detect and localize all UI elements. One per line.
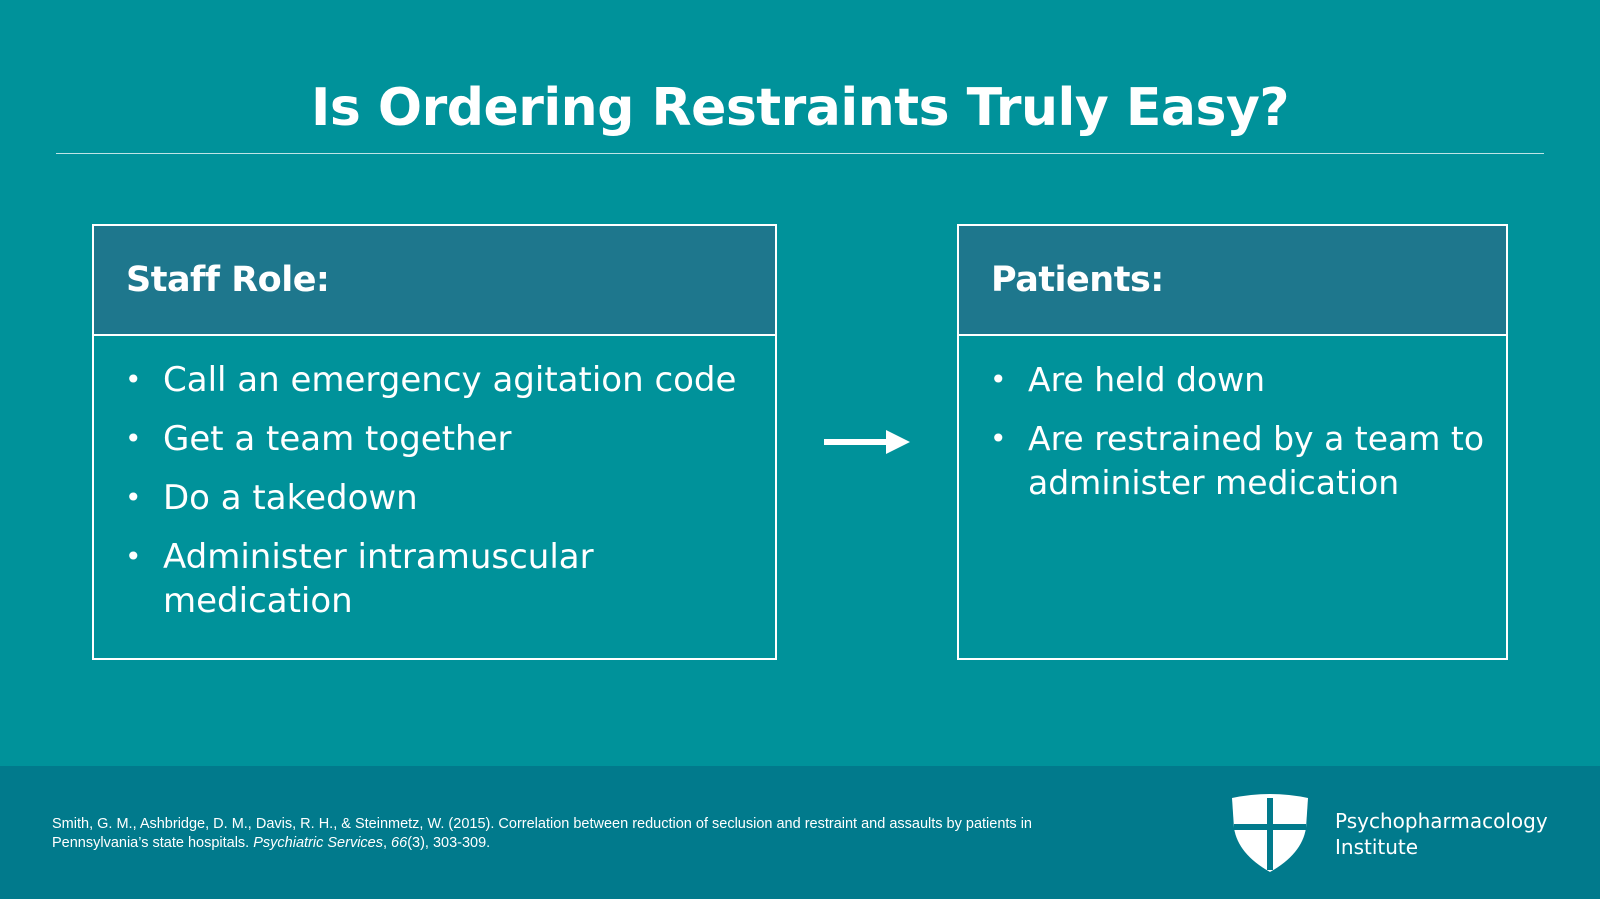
- bullet-icon: •: [125, 422, 142, 455]
- right-arrow-icon: [824, 430, 910, 454]
- list-item-text: Are restrained by a team to administer m…: [1028, 419, 1485, 502]
- bullet-icon: •: [990, 422, 1007, 455]
- staff-role-header: Staff Role:: [94, 226, 775, 336]
- reference-citation: Smith, G. M., Ashbridge, D. M., Davis, R…: [52, 815, 1052, 853]
- logo-line-2: Institute: [1335, 835, 1419, 859]
- slide-title: Is Ordering Restraints Truly Easy?: [310, 78, 1290, 138]
- list-item: • Do a takedown: [94, 476, 775, 520]
- list-item-text: Administer intramuscular medication: [163, 537, 594, 621]
- institute-logo-text: Psychopharmacology Institute: [1335, 808, 1548, 860]
- staff-role-heading: Staff Role:: [126, 260, 330, 300]
- list-item: • Get a team together: [94, 417, 775, 461]
- citation-journal: Psychiatric Services: [253, 835, 383, 851]
- shield-cross-icon: [1232, 794, 1308, 872]
- citation-authors-title: Smith, G. M., Ashbridge, D. M., Davis, R…: [52, 816, 1032, 851]
- logo-line-1: Psychopharmacology: [1335, 809, 1548, 833]
- citation-separator: ,: [382, 835, 388, 851]
- title-divider: [56, 153, 1544, 154]
- bullet-icon: •: [990, 363, 1007, 396]
- patients-panel: Patients: • Are held down • Are restrain…: [957, 224, 1508, 660]
- footer-bar: Smith, G. M., Ashbridge, D. M., Davis, R…: [0, 766, 1600, 899]
- list-item-text: Call an emergency agitation code: [163, 360, 737, 400]
- list-item-text: Get a team together: [163, 419, 512, 459]
- list-item: • Are held down: [959, 358, 1506, 402]
- patients-list: • Are held down • Are restrained by a te…: [959, 336, 1506, 505]
- list-item-text: Do a takedown: [163, 478, 418, 518]
- patients-heading: Patients:: [991, 260, 1164, 300]
- staff-role-list: • Call an emergency agitation code • Get…: [94, 336, 775, 623]
- list-item: • Administer intramuscular medication: [94, 535, 775, 623]
- citation-volume: 66: [391, 835, 408, 851]
- bullet-icon: •: [125, 540, 142, 573]
- list-item: • Call an emergency agitation code: [94, 358, 775, 402]
- list-item: • Are restrained by a team to administer…: [959, 417, 1506, 505]
- patients-header: Patients:: [959, 226, 1506, 336]
- bullet-icon: •: [125, 481, 142, 514]
- list-item-text: Are held down: [1028, 360, 1266, 399]
- bullet-icon: •: [125, 363, 142, 396]
- citation-issue-pages: (3), 303-309.: [407, 835, 491, 851]
- staff-role-panel: Staff Role: • Call an emergency agitatio…: [92, 224, 777, 660]
